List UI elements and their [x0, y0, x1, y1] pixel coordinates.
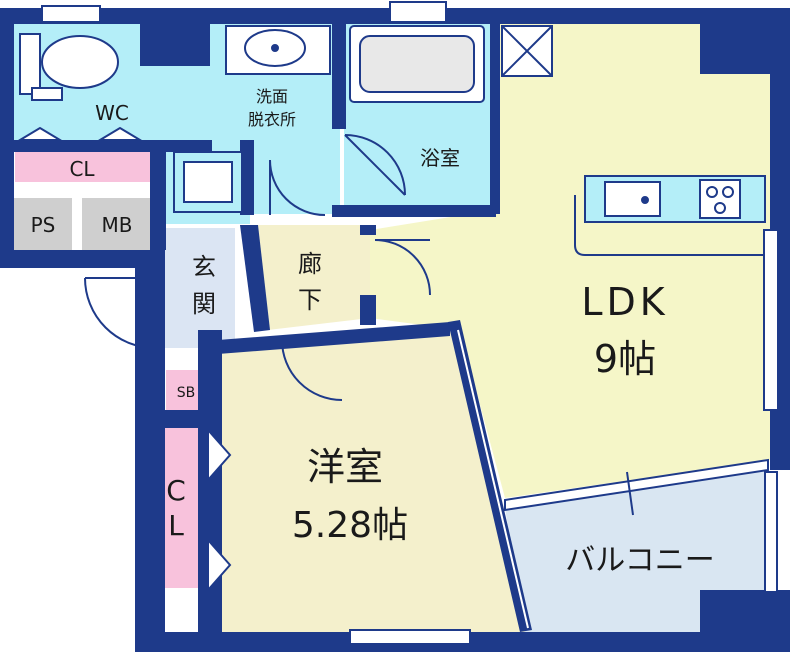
closet-side-label-line2: L — [168, 509, 184, 542]
bath-label: 浴室 — [420, 146, 460, 170]
closet-top-label: CL — [69, 157, 95, 181]
washroom-label-line1: 洗面 — [256, 87, 288, 106]
bathtub-icon — [349, 25, 485, 103]
ldk-size-label: 9帖 — [594, 337, 656, 381]
toilet-icon — [19, 33, 119, 101]
balcony-rail — [764, 471, 778, 593]
doors — [84, 134, 431, 401]
bedroom-floor — [218, 330, 525, 632]
entrance-label-line1: 玄 — [192, 253, 216, 281]
ldk-name-label: LDK — [581, 280, 668, 324]
gas-stove-icon — [699, 179, 741, 219]
entrance-floor — [165, 228, 235, 348]
hall-floor — [250, 225, 370, 330]
bedroom-name-label: 洋室 — [307, 445, 383, 489]
hall-label-line1: 廊 — [298, 250, 322, 278]
bedroom-size-label: 5.28帖 — [292, 505, 408, 546]
refrigerator-space-icon — [501, 25, 553, 77]
hall-label-line2: 下 — [298, 286, 322, 314]
windows — [41, 1, 779, 645]
sb-label: SB — [177, 385, 196, 401]
entrance-label-line2: 関 — [192, 290, 216, 318]
mb-label: MB — [102, 213, 133, 237]
balcony-label: バルコニー — [565, 543, 714, 578]
ldk-floor — [370, 24, 770, 498]
closet-doors — [16, 126, 232, 593]
balcony-wall — [504, 458, 769, 512]
washroom-label-line2: 脱衣所 — [248, 110, 296, 129]
closet-side-label-line1: C — [166, 474, 186, 507]
washbasin-icon — [225, 25, 331, 75]
wc-label: WC — [95, 101, 129, 125]
closet-top-floor — [15, 152, 150, 182]
mb-shaft — [82, 198, 152, 250]
washing-machine-pan-icon — [173, 151, 243, 213]
kitchen-sink-icon — [604, 181, 661, 217]
ps-label: PS — [31, 213, 56, 237]
ps-shaft — [14, 198, 72, 250]
